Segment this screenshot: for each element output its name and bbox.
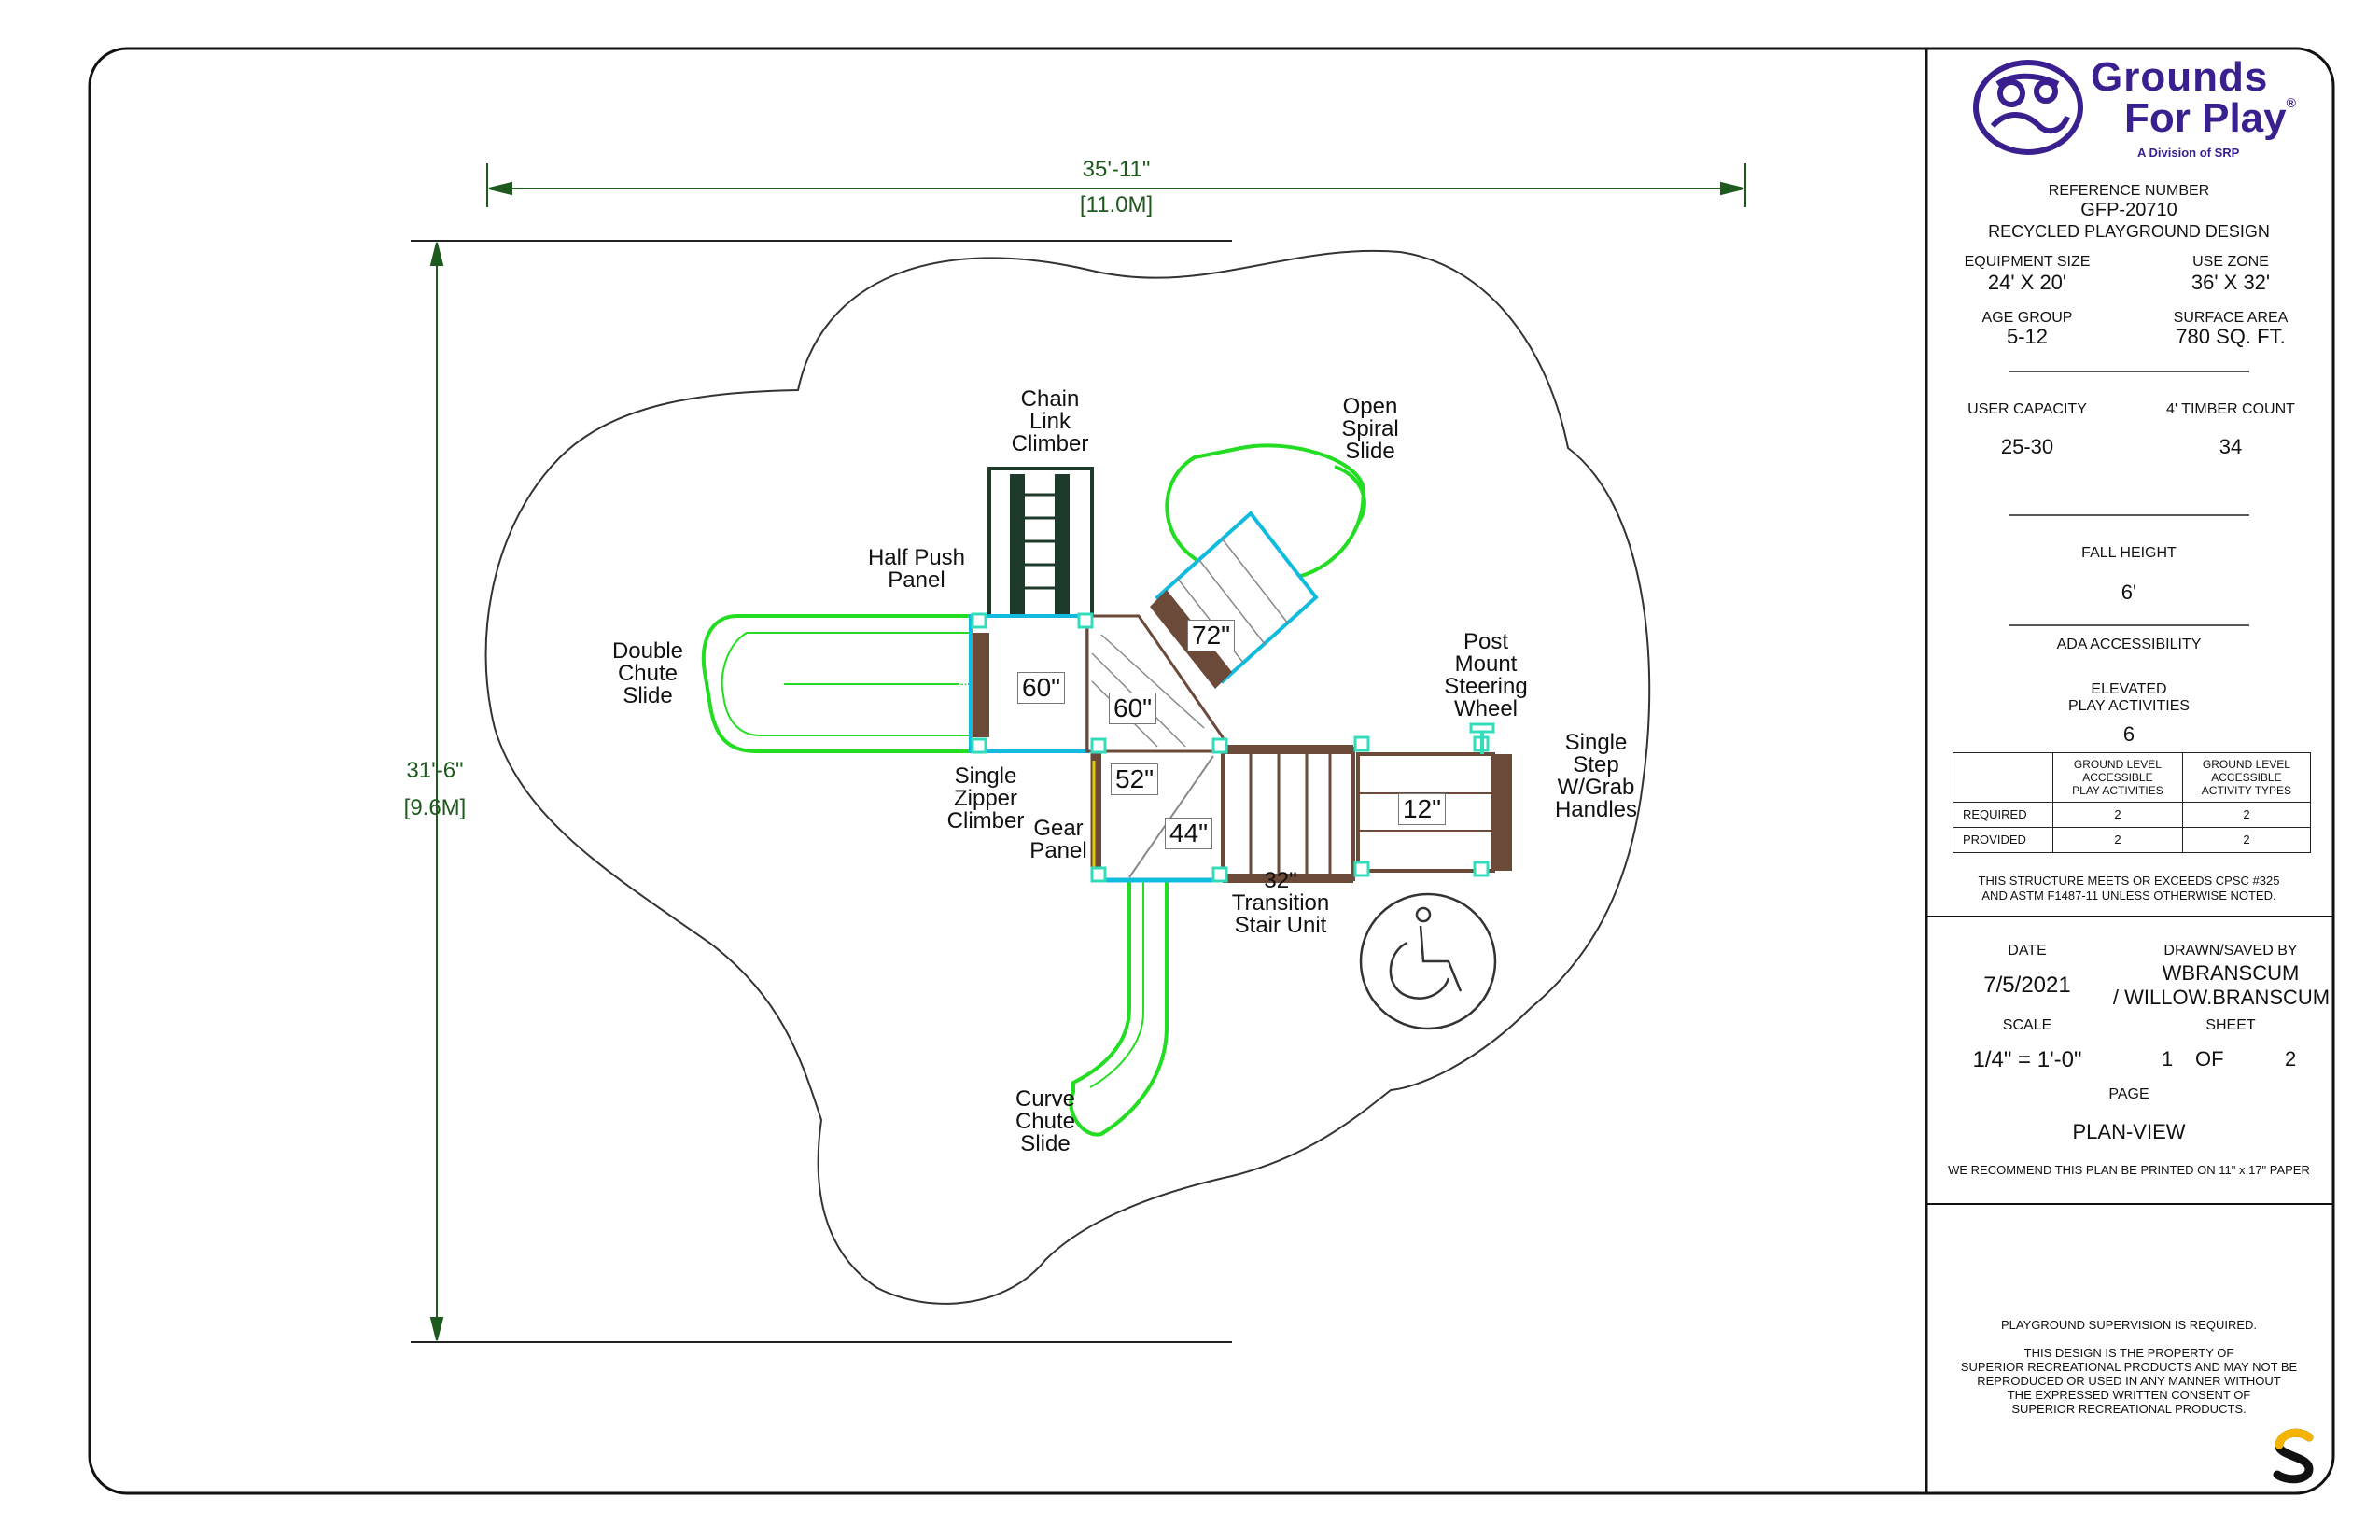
- use-zone-outline: [484, 249, 1651, 1305]
- curve-chute-slide: [1069, 882, 1169, 1137]
- sheet-label: SHEET: [2205, 1017, 2256, 1033]
- steering-wheel: [1469, 722, 1495, 754]
- chain-link-climber: [987, 467, 1094, 618]
- height-dimension-m: [9.6M]: [403, 795, 467, 820]
- user-capacity: 25-30: [2000, 435, 2054, 458]
- cpsc-note-1: THIS STRUCTURE MEETS OR EXCEEDS CPSC #32…: [1978, 874, 2280, 888]
- date: 7/5/2021: [1983, 973, 2071, 998]
- page-border: [88, 47, 2335, 1495]
- equipment-size-label: EQUIPMENT SIZE: [1964, 254, 2091, 270]
- equipment-size: 24' X 20': [1987, 271, 2067, 294]
- surface-area: 780 SQ. FT.: [2176, 325, 2286, 348]
- brand-subtitle: A Division of SRP: [2137, 146, 2240, 160]
- ada-label: ADA ACCESSIBILITY: [2056, 637, 2202, 652]
- brand-name-line2: For Play®: [2124, 95, 2296, 141]
- open-spiral-slide: [1165, 443, 1366, 582]
- page-label: PAGE: [2108, 1086, 2149, 1102]
- deck-height-72: 72": [1187, 620, 1236, 651]
- transition-stair-unit: [1221, 745, 1355, 883]
- table-row: PROVIDED 2 2: [1953, 827, 2312, 853]
- drawn-by-label: DRAWN/SAVED BY: [2163, 943, 2298, 959]
- user-capacity-label: USER CAPACITY: [1967, 401, 2087, 417]
- ada-accessibility-icon: [1359, 892, 1497, 1030]
- timber-count-label: 4' TIMBER COUNT: [2166, 401, 2295, 417]
- table-corner: [1953, 752, 2053, 803]
- scale: 1/4" = 1'-0": [1972, 1047, 2082, 1072]
- double-chute-slide: [701, 614, 971, 753]
- deck-12: [1356, 752, 1512, 873]
- fb-panel-mark-1: FB: [957, 674, 971, 691]
- date-label: DATE: [2008, 943, 2047, 959]
- fall-height-label: FALL HEIGHT: [2081, 545, 2177, 561]
- property-note-2: SUPERIOR RECREATIONAL PRODUCTS AND MAY N…: [1960, 1360, 2298, 1374]
- drawn-by-1: WBRANSCUM: [2162, 961, 2300, 985]
- supervision-note: PLAYGROUND SUPERVISION IS REQUIRED.: [2000, 1318, 2258, 1332]
- age-group: 5-12: [2006, 325, 2049, 348]
- cpsc-note-2: AND ASTM F1487-11 UNLESS OTHERWISE NOTED…: [1981, 889, 2276, 903]
- timber-count: 34: [2219, 435, 2243, 458]
- deck-height-52: 52": [1111, 763, 1159, 795]
- grounds-for-play-logo-icon: [1973, 60, 2083, 155]
- posts: [971, 612, 1490, 883]
- use-zone-label: USE ZONE: [2192, 254, 2269, 270]
- sheet-total: 2: [2285, 1047, 2297, 1071]
- brand-name-line1: Grounds: [2091, 54, 2269, 100]
- ref-number: GFP-20710: [2080, 200, 2177, 220]
- deck-height-60-a: 60": [1017, 672, 1066, 704]
- fall-height: 6': [2121, 581, 2137, 604]
- elevated-label-1: ELEVATED: [2091, 681, 2167, 697]
- width-dimension-m: [11.0M]: [1079, 192, 1154, 217]
- elevated-count: 6: [2122, 722, 2135, 746]
- ref-label: REFERENCE NUMBER: [2048, 183, 2210, 199]
- use-zone: 36' X 32': [2191, 271, 2271, 294]
- design-name: RECYCLED PLAYGROUND DESIGN: [1988, 222, 2270, 241]
- height-dimension-ft: 31'-6": [406, 758, 464, 783]
- deck-height-44: 44": [1165, 818, 1213, 849]
- property-note-5: SUPERIOR RECREATIONAL PRODUCTS.: [2011, 1402, 2247, 1416]
- surface-area-label: SURFACE AREA: [2173, 310, 2289, 326]
- sheet-of: OF: [2195, 1047, 2224, 1071]
- property-note-1: THIS DESIGN IS THE PROPERTY OF: [2023, 1346, 2234, 1360]
- deck-height-60-b: 60": [1109, 693, 1157, 724]
- page-name: PLAN-VIEW: [2072, 1120, 2186, 1143]
- elevated-label-2: PLAY ACTIVITIES: [2067, 698, 2191, 714]
- width-dimension: [486, 163, 1746, 207]
- drawn-by-2: / WILLOW.BRANSCUM: [2112, 986, 2331, 1009]
- property-note-3: REPRODUCED OR USED IN ANY MANNER WITHOUT: [1977, 1374, 2281, 1388]
- age-group-label: AGE GROUP: [1981, 310, 2073, 326]
- superior-s-logo-icon: [2273, 1428, 2314, 1484]
- height-dimension: [411, 240, 1232, 1343]
- deck-height-12: 12": [1398, 793, 1447, 825]
- print-note: WE RECOMMEND THIS PLAN BE PRINTED ON 11"…: [1948, 1163, 2310, 1177]
- table-row: REQUIRED 2 2: [1953, 802, 2312, 828]
- property-note-4: THE EXPRESSED WRITTEN CONSENT OF: [2007, 1388, 2251, 1402]
- scale-label: SCALE: [2002, 1017, 2052, 1033]
- sheet-number: 1: [2162, 1047, 2174, 1071]
- width-dimension-ft: 35'-11": [1082, 157, 1151, 182]
